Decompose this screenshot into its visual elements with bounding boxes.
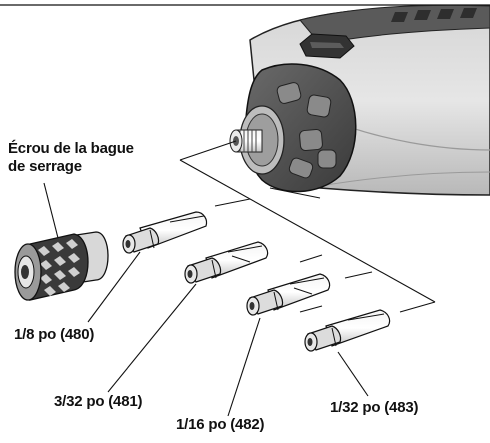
collet-481-label: 3/32 po (481) (54, 393, 142, 411)
collet-nut-label: Écrou de la bague de serrage (8, 140, 134, 176)
collet-nut-label-line1: Écrou de la bague (8, 140, 134, 158)
collet-nut-label-line2: de serrage (8, 158, 134, 176)
collet-483-label: 1/32 po (483) (330, 399, 418, 417)
collet-483-icon (305, 310, 390, 396)
collet-480-label: 1/8 po (480) (14, 326, 94, 344)
rotary-tool (230, 5, 490, 195)
collet-482-label: 1/16 po (482) (176, 416, 264, 434)
collet-nut-icon (15, 183, 108, 300)
